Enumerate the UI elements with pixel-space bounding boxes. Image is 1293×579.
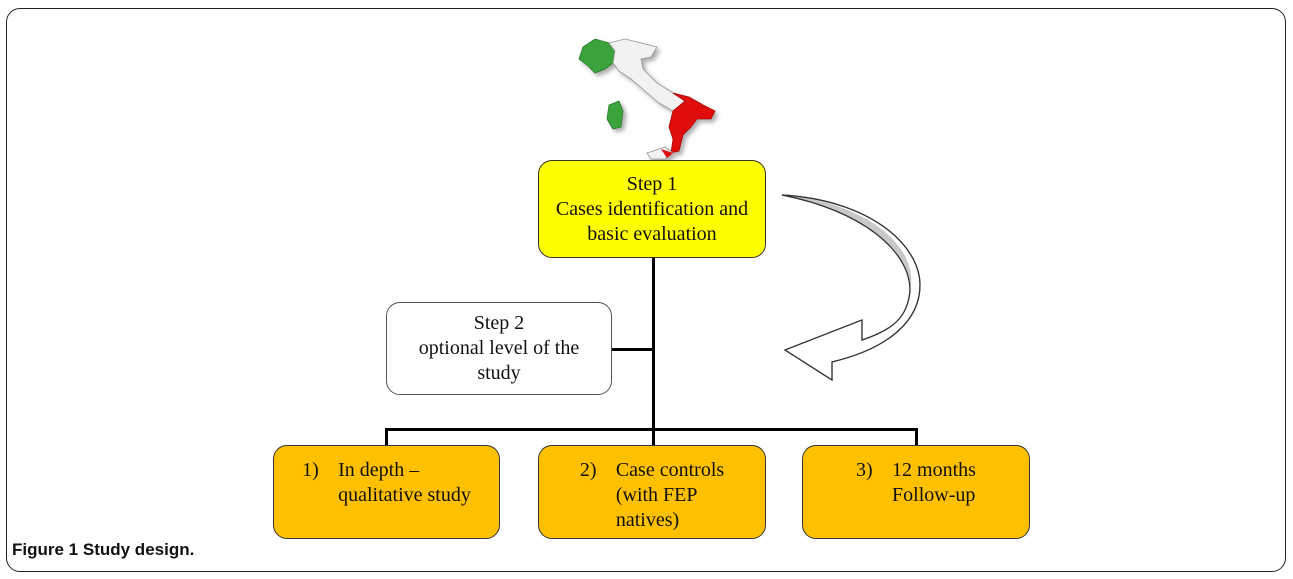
curved-arrow-icon xyxy=(781,194,921,382)
option-1-line-1: In depth – xyxy=(338,459,420,481)
option-3-line-1: 12 months xyxy=(892,459,976,481)
option-3-line-2: Follow-up xyxy=(892,484,976,506)
option-1-line-2: qualitative study xyxy=(338,484,471,506)
option-box-2: 2) Case controls (with FEP natives) xyxy=(538,445,766,539)
connector-drop-2 xyxy=(652,428,655,446)
italy-map-icon xyxy=(578,38,716,160)
step1-line-3: basic evaluation xyxy=(587,222,717,245)
step1-box: Step 1 Cases identification and basic ev… xyxy=(538,160,766,258)
step2-title: Step 2 xyxy=(473,312,525,334)
step1-line-2: Cases identification and xyxy=(555,197,749,220)
option-3-number: 3) xyxy=(856,459,873,481)
option-2-line-2: (with FEP xyxy=(615,484,698,506)
option-2-line-1: Case controls xyxy=(615,459,725,481)
connector-drop-3 xyxy=(915,428,918,446)
option-2-line-3: natives) xyxy=(615,509,680,531)
connector-vertical-main xyxy=(652,258,655,430)
step2-line-3: study xyxy=(477,362,521,384)
connector-step2 xyxy=(612,348,653,351)
step1-title: Step 1 xyxy=(626,172,678,195)
connector-horizontal xyxy=(385,428,918,431)
connector-drop-1 xyxy=(385,428,388,446)
caption-label: Figure 1 xyxy=(12,540,79,559)
option-1-number: 1) xyxy=(302,459,319,481)
option-box-1: 1) In depth – qualitative study xyxy=(273,445,500,539)
figure-caption: Figure 1 Study design. xyxy=(12,540,194,560)
caption-text: Study design. xyxy=(82,540,195,559)
step2-line-2: optional level of the xyxy=(418,337,580,359)
step2-box: Step 2 optional level of the study xyxy=(386,302,612,395)
option-2-number: 2) xyxy=(579,459,597,481)
option-box-3: 3) 12 months Follow-up xyxy=(802,445,1030,539)
